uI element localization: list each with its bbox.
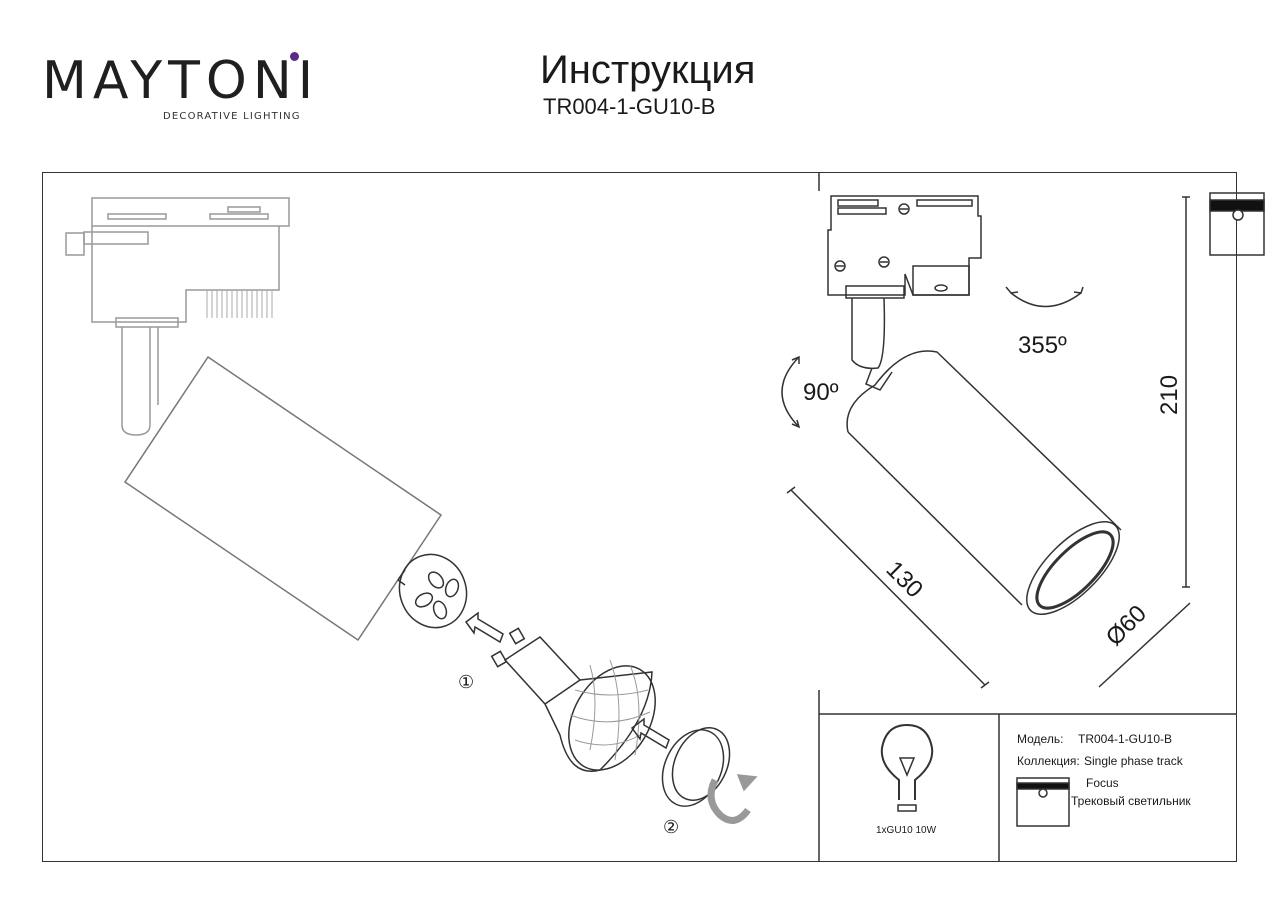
logo-accent-dot: [290, 52, 299, 61]
collection-label: Коллекция:: [1017, 754, 1080, 768]
track-type-icon-small: [1016, 777, 1070, 827]
rotation-arc-vertical: [781, 356, 800, 428]
step-2-label: ②: [663, 817, 680, 837]
track-adapter-top: [91, 197, 290, 227]
page-title: Инструкция: [540, 48, 756, 92]
retaining-ring: [661, 727, 731, 807]
rotation-horizontal-label: 355º: [1018, 332, 1067, 359]
rotation-vertical-label: 90º: [803, 379, 839, 406]
arrow-step2: [630, 717, 670, 750]
lamp-bulb-icon: [880, 723, 934, 812]
diameter-dimension-line: [1098, 602, 1191, 688]
lamp-spec: 1xGU10 10W: [876, 825, 937, 836]
height-label: 210: [1156, 374, 1183, 415]
step-1-label: ①: [458, 672, 475, 692]
dimension-drawing: [781, 195, 1191, 689]
model-code-heading: TR004-1-GU10-B: [543, 94, 716, 119]
twist-arrow: [707, 778, 751, 824]
brand-logo: MAYTONI: [42, 51, 320, 111]
gu10-socket: [397, 553, 468, 629]
arrow-step1: [464, 611, 504, 644]
exploded-fixture-drawing: [65, 197, 758, 824]
brand-subtitle: DECORATIVE LIGHTING: [163, 111, 301, 122]
series-name: Focus: [1086, 776, 1119, 790]
track-type-icon-corner: [1209, 192, 1265, 256]
product-type: Трековый светильник: [1071, 794, 1191, 808]
length-dimension-line: [790, 489, 986, 686]
collection-value: Single phase track: [1084, 754, 1183, 768]
model-label: Модель:: [1017, 732, 1064, 746]
model-value: TR004-1-GU10-B: [1078, 732, 1173, 746]
gu10-lamp: [490, 627, 656, 772]
rotation-arc-horizontal: [1010, 292, 1082, 308]
drawing-frame: [42, 172, 1237, 862]
